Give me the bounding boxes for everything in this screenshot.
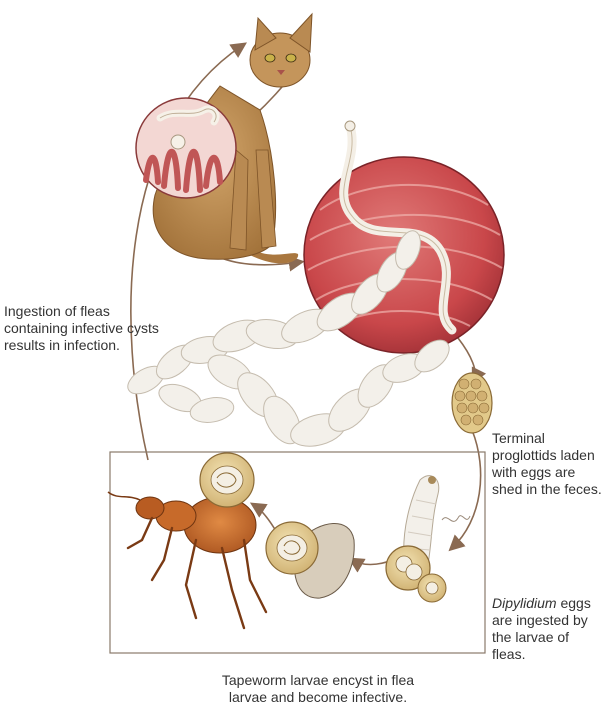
gravid-proglottid-with-eggs [452, 373, 492, 433]
flea-larva-with-cyst [266, 522, 354, 598]
caption-proglottids: Terminal proglottids laden with eggs are… [492, 430, 605, 498]
tapeworm-scolex [345, 121, 355, 131]
dipylidium-egg-cluster [386, 546, 446, 602]
cat-right-eye [286, 54, 296, 62]
arrow-proglottid-to-eggs [452, 430, 481, 548]
intestinal-villi-inset [136, 98, 236, 198]
caption-eggs: Dipylidium eggs are ingested by the larv… [492, 595, 605, 663]
caption-ingestion: Ingestion of fleas containing infective … [4, 303, 164, 354]
cat-left-eye [265, 54, 275, 62]
caption-encyst: Tapeworm larvae encyst in flea larvae an… [208, 672, 428, 706]
artist-signature [442, 516, 470, 522]
adult-flea [108, 492, 266, 628]
cysticercoid-in-flea-inset [200, 453, 254, 507]
caption-eggs-genus: Dipylidium [492, 595, 557, 611]
